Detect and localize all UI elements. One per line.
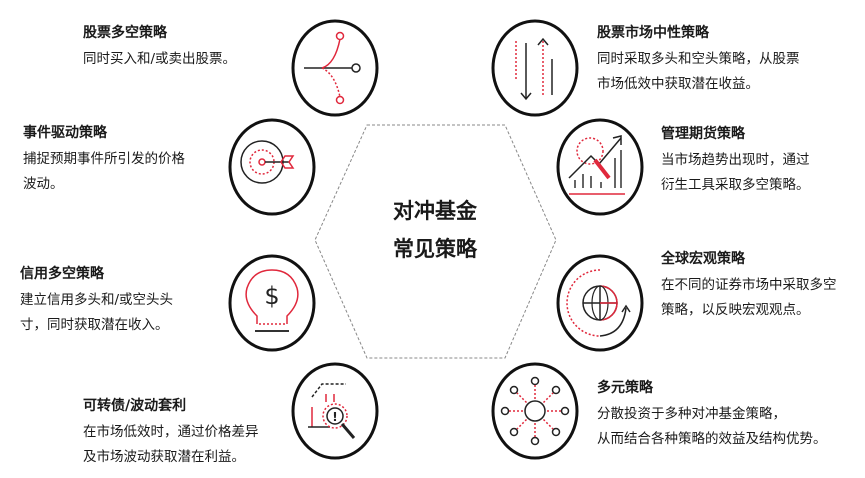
magnifier-chart-icon: ! [290, 362, 380, 460]
strategy-desc: 同时采取多头和空头策略，从股票 市场低效中获取潜在收益。 [597, 51, 800, 92]
strategy-credit-long-short: 信用多空策略 建立信用多头和/或空头头 寸，同时获取潜在收入。 [20, 264, 173, 338]
trend-chart-icon [555, 118, 645, 216]
strategy-global-macro: 全球宏观策略 在不同的证券市场中采取多空 策略，以反映宏观观点。 [661, 249, 837, 323]
strategy-equity-market-neutral: 股票市场中性策略 同时采取多头和空头策略，从股票 市场低效中获取潜在收益。 [597, 23, 800, 97]
strategy-title: 全球宏观策略 [661, 251, 745, 267]
strategy-desc: 当市场趋势出现时，通过 衍生工具采取多空策略。 [661, 152, 810, 193]
branching-arrow-icon [290, 19, 380, 117]
strategy-event-driven: 事件驱动策略 捕捉预期事件所引发的价格 波动。 [23, 123, 185, 197]
network-icon [490, 362, 580, 460]
strategy-desc: 同时买入和/或卖出股票。 [83, 51, 237, 67]
center-title-line1: 对冲基金 [393, 199, 477, 223]
center-title-line2: 常见策略 [393, 237, 477, 261]
strategy-desc: 捕捉预期事件所引发的价格 波动。 [23, 151, 185, 192]
strategy-desc: 在市场低效时，通过价格差异 及市场波动获取潜在利益。 [83, 424, 259, 465]
strategy-multi-strategy: 多元策略 分散投资于多种对冲基金策略， 从而结合各种策略的效益及结构优势。 [597, 378, 827, 452]
target-arrow-icon [227, 118, 317, 216]
globe-icon [555, 254, 645, 352]
strategy-equity-long-short: 股票多空策略 同时买入和/或卖出股票。 [83, 23, 236, 72]
strategy-title: 股票市场中性策略 [597, 25, 709, 41]
svg-text:!: ! [332, 410, 337, 424]
strategy-convertible-arbitrage: 可转债/波动套利 在市场低效时，通过价格差异 及市场波动获取潜在利益。 [83, 396, 259, 470]
strategy-managed-futures: 管理期货策略 当市场趋势出现时，通过 衍生工具采取多空策略。 [661, 124, 810, 198]
strategy-desc: 建立信用多头和/或空头头 寸，同时获取潜在收入。 [20, 292, 174, 333]
strategy-title: 信用多空策略 [20, 266, 104, 282]
up-down-arrows-icon [490, 19, 580, 117]
svg-text:$: $ [264, 282, 279, 310]
strategy-desc: 分散投资于多种对冲基金策略， 从而结合各种策略的效益及结构优势。 [597, 406, 827, 447]
strategy-title: 管理期货策略 [661, 126, 745, 142]
strategy-title: 股票多空策略 [83, 25, 167, 41]
strategy-title: 事件驱动策略 [23, 125, 107, 141]
dollar-bulb-icon: $ [227, 254, 317, 352]
strategy-title: 可转债/波动套利 [83, 398, 187, 414]
strategy-title: 多元策略 [597, 380, 653, 396]
strategy-desc: 在不同的证券市场中采取多空 策略，以反映宏观观点。 [661, 277, 837, 318]
center-title: 对冲基金 常见策略 [380, 192, 490, 268]
